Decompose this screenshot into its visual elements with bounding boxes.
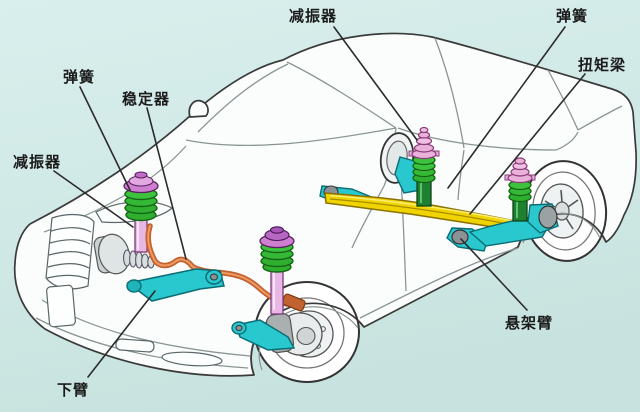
strut-damper-body <box>270 267 284 315</box>
label-suspension-arm: 悬架臂 <box>505 314 553 332</box>
label-torsion-beam: 扭矩梁 <box>578 56 626 74</box>
leader-lines <box>53 26 586 378</box>
bump-stop <box>419 126 429 134</box>
stabilizer-bar <box>145 223 306 312</box>
leader-lower-arm <box>87 290 156 378</box>
fog-light <box>161 351 223 367</box>
label-stabilizer: 稳定器 <box>122 90 170 108</box>
leader-spring-front <box>79 86 131 191</box>
label-spring-front: 弹簧 <box>63 68 95 86</box>
leader-torsion-beam <box>469 73 586 215</box>
leader-spring-rear <box>447 26 566 189</box>
strut-damper-body <box>134 215 148 253</box>
license-plate <box>46 284 76 328</box>
front-right-strut <box>259 226 295 315</box>
bump-stop <box>514 157 526 165</box>
label-spring-rear: 弹簧 <box>556 7 588 25</box>
leader-stabilizer <box>146 107 187 260</box>
bumper-vent <box>115 338 155 353</box>
rear-left-strut <box>408 126 440 207</box>
front-right-lower-arm <box>231 319 296 351</box>
front-left-brake-assembly <box>93 233 155 275</box>
leader-damper-front <box>53 170 134 228</box>
label-lower-arm: 下臂 <box>57 381 89 399</box>
body-detail-lines <box>35 37 623 369</box>
rear-right-strut <box>504 157 536 222</box>
front-left-strut <box>123 171 159 253</box>
front-left-lower-arm <box>126 268 225 302</box>
label-damper-rear: 减振器 <box>289 7 337 25</box>
rear-trailing-arm <box>446 203 559 252</box>
labels: 减振器 弹簧 扭矩梁 弹簧 稳定器 减振器 下臂 悬架臂 <box>13 7 626 399</box>
label-damper-front: 减振器 <box>13 153 61 171</box>
shock-lower-body <box>416 179 432 207</box>
bump-stop <box>413 143 435 153</box>
leader-damper-rear <box>333 26 418 141</box>
leader-suspension-arm <box>460 238 528 311</box>
side-mirror <box>188 99 209 118</box>
